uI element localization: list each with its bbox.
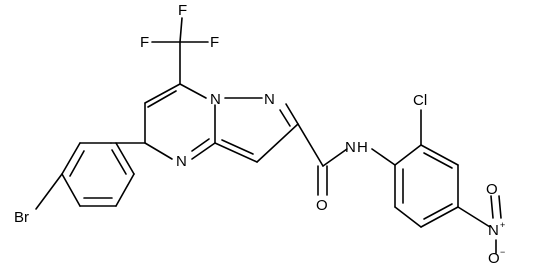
- bond-c-f2: [179, 17, 183, 43]
- bond-ph-f: [115, 142, 135, 175]
- atom-bromine: Br: [14, 209, 29, 226]
- bond-c7-c6: [144, 83, 181, 104]
- bond-ph-b-inner: [69, 150, 85, 177]
- bond-n-aryl: [371, 148, 396, 166]
- bond-ph-b: [61, 142, 81, 175]
- bond-n1-c2-inner: [279, 109, 291, 127]
- atom-fluorine-2: F: [178, 2, 187, 19]
- bond-n1-c2: [285, 103, 299, 125]
- bond-ar-4-inner: [423, 203, 453, 220]
- atom-nitrogen-pyrimidine: N: [176, 153, 187, 170]
- atom-nitrogen-bridgehead: N: [210, 91, 221, 108]
- nitro-nitrogen-plus-charge: +: [500, 220, 505, 230]
- atom-oxygen-carbonyl: O: [316, 197, 328, 214]
- bond-c3-c3a-inner: [221, 139, 254, 155]
- atom-oxygen-nitro-bottom: O: [488, 250, 500, 265]
- atom-oxygen-nitro-top: O: [486, 181, 498, 198]
- bond-nitro-o-top: [490, 195, 494, 219]
- atom-chlorine: Cl: [413, 92, 427, 109]
- bond-ph-e: [115, 173, 135, 207]
- bond-ar-2-inner: [423, 152, 453, 169]
- bond-ar-2: [420, 144, 459, 166]
- bond-n7a-c7: [179, 83, 207, 99]
- bond-n4-c3a-inner: [191, 138, 210, 152]
- bond-nitro-o-top-inner: [498, 195, 502, 219]
- bond-ph-c: [61, 173, 81, 207]
- bond-ar-1: [394, 144, 422, 166]
- bond-c7-c6-inner: [147, 90, 177, 108]
- bond-ar-4: [420, 206, 459, 228]
- atom-nitrogen-nitro: N: [488, 222, 499, 239]
- bond-ar-nitro: [457, 206, 491, 228]
- bond-c2-camide: [297, 123, 324, 167]
- atom-nitrogen-pyrazole: N: [264, 91, 275, 108]
- bond-c5-n4: [144, 142, 173, 160]
- bond-c2-c3: [256, 123, 299, 163]
- atom-hydrogen-amide: H: [357, 139, 368, 156]
- bond-camide-n: [322, 148, 348, 167]
- atom-fluorine-3: F: [210, 34, 219, 51]
- bond-ph-f-inner: [111, 149, 127, 175]
- atom-fluorine-1: F: [140, 34, 149, 51]
- bond-ar-5: [394, 206, 422, 228]
- bond-n4-c3a: [191, 142, 216, 160]
- atom-nitrogen-amide: N: [345, 139, 356, 156]
- nitro-oxygen-minus-charge: −: [500, 247, 505, 257]
- bond-ph-br: [35, 173, 63, 210]
- bond-c3-c3a: [214, 142, 258, 163]
